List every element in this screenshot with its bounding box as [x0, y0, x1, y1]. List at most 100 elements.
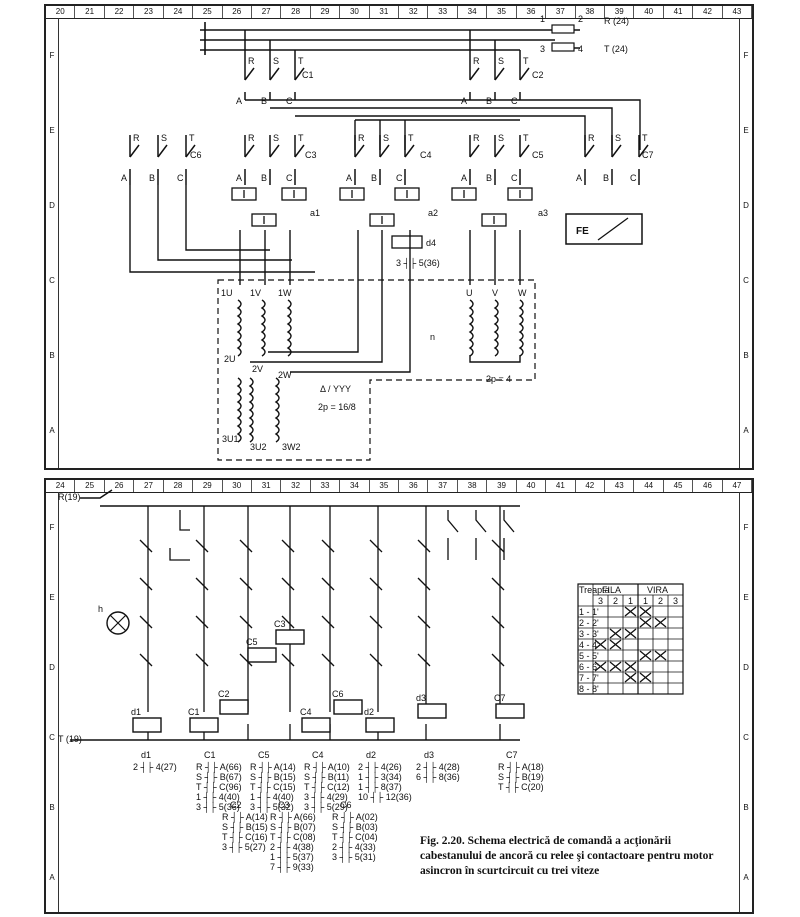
table-sub-0: 3	[598, 596, 603, 606]
top-ruler-cell-0: 20	[46, 6, 76, 18]
winding-3w2: 3W2	[282, 442, 301, 452]
control-contact-3-1	[281, 577, 295, 591]
c4-phase-1: S	[383, 133, 389, 143]
coil-label-c6: C6	[332, 689, 344, 699]
c6-out-2: C	[177, 173, 184, 183]
row-letter-e: E	[49, 592, 55, 602]
top-ruler-cell-16: 36	[517, 6, 547, 18]
coil-d2	[365, 717, 395, 733]
bottom-ruler-cell-11: 35	[370, 480, 400, 492]
contactor-c1-label: C1	[302, 70, 314, 80]
summary-line-c6-0: R ┤├ A(02)	[332, 811, 378, 823]
table-row-label-7: 8 - 8'	[579, 684, 599, 694]
control-contact-7-0	[491, 539, 505, 553]
fuse-label-3: 3	[540, 44, 545, 54]
winding-w: W	[518, 288, 527, 298]
summary-line-c1-0: R ┤├ A(66)	[196, 761, 242, 773]
motor-letter: n	[430, 332, 435, 342]
summary-line-c6-2: T ┤├ C(04)	[332, 831, 378, 843]
coil-c6	[333, 699, 363, 715]
top-ruler-cell-10: 30	[340, 6, 370, 18]
top-ruler-cell-20: 40	[634, 6, 664, 18]
summary-line-d1-0: 2 ┤├ 4(27)	[133, 761, 177, 773]
summary-line-c6-3: 2 ┤├ 4(33)	[332, 841, 376, 853]
control-contact-5-2	[369, 615, 383, 629]
bottom-ruler-cell-13: 37	[428, 480, 458, 492]
bottom-ruler-cell-19: 43	[605, 480, 635, 492]
coil-label-c5: C5	[246, 637, 258, 647]
contactor-c5-label: C5	[532, 150, 544, 160]
bottom-ruler-cell-10: 34	[340, 480, 370, 492]
summary-line-c4-3: 3 ┤├ 4(29)	[304, 791, 348, 803]
c3-out-2: C	[286, 173, 293, 183]
summary-title-c7: C7	[506, 750, 518, 760]
control-contact-2-0	[239, 539, 253, 553]
contactor-c2-label: C2	[532, 70, 544, 80]
summary-line-c5-4: 3 ┤├ 5(32)	[250, 801, 294, 813]
summary-line-c2-0: R ┤├ A(14)	[222, 811, 268, 823]
bottom-ruler-cell-0: 24	[46, 480, 76, 492]
coil-label-c2: C2	[218, 689, 230, 699]
d4-relay-coil	[391, 235, 423, 249]
d1-seal	[169, 510, 190, 561]
row-letter-a: A	[49, 872, 55, 882]
control-contact-4-1	[321, 577, 335, 591]
thermal-relays	[231, 187, 533, 227]
table-mark-2	[639, 617, 652, 628]
aux-a1-label: a1	[310, 208, 320, 218]
line-label-r: R (24)	[604, 16, 629, 26]
c2-out-0: A	[461, 96, 467, 106]
top-ruler-cell-3: 23	[134, 6, 164, 18]
bottom-ruler-cell-6: 30	[223, 480, 252, 492]
busbars	[200, 22, 580, 55]
control-contact-1-1	[195, 577, 209, 591]
top-ruler-cell-17: 37	[546, 6, 576, 18]
bottom-ruler-cell-3: 27	[134, 480, 164, 492]
table-mark-9	[654, 650, 667, 661]
control-contact-0-1	[139, 577, 153, 591]
table-mark-0	[624, 606, 637, 617]
control-contact-3-0	[281, 539, 295, 553]
motor-enclosure	[217, 279, 536, 461]
coil-label-d2: d2	[364, 707, 374, 717]
top-ruler-cell-4: 24	[164, 6, 194, 18]
summary-line-c1-3: 1 ┤├ 4(40)	[196, 791, 240, 803]
summary-line-d3-0: 2 ┤├ 4(28)	[416, 761, 460, 773]
fuse-label-2: 2	[578, 14, 583, 24]
bottom-ruler-cell-5: 29	[193, 480, 223, 492]
table-header-fila: FILA	[602, 585, 621, 595]
summary-line-d2-3: 10 ┤├ 12(36)	[358, 791, 412, 803]
bottom-ruler-cell-2: 26	[105, 480, 135, 492]
bottom-ruler-cell-16: 40	[517, 480, 547, 492]
figure-caption: Fig. 2.20. Schema electrică de comandă a…	[420, 835, 714, 877]
control-contact-7-2	[491, 615, 505, 629]
row-letter-f: F	[49, 522, 55, 532]
control-contact-6-2	[417, 615, 431, 629]
c4-out-2: C	[396, 173, 403, 183]
row-letter-c: C	[49, 732, 55, 742]
motor-windings	[236, 299, 524, 443]
control-contact-6-1	[417, 577, 431, 591]
table-mark-3	[654, 617, 667, 628]
summary-line-d3-1: 6 ┤├ 8(36)	[416, 771, 460, 783]
top-ruler-cell-23: 43	[723, 6, 753, 18]
bottom-ruler-cell-12: 36	[399, 480, 429, 492]
aux-a3-label: a3	[538, 208, 548, 218]
table-row-label-0: 1 - 1'	[579, 607, 599, 617]
aux-d4-label: d4	[426, 238, 436, 248]
summary-line-c3-2: T ┤├ C(08)	[270, 831, 316, 843]
table-sub-2: 1	[628, 596, 633, 606]
summary-line-c5-2: T ┤├ C(15)	[250, 781, 296, 793]
control-contact-4-2	[321, 615, 335, 629]
top-ruler-cell-11: 31	[370, 6, 400, 18]
power-wiring	[129, 99, 641, 373]
summary-line-c1-4: 3 ┤├ 5(36)	[196, 801, 240, 813]
fuse-label-1: 1	[540, 14, 545, 24]
row-letter-c: C	[49, 276, 55, 285]
c1-phase-0: R	[248, 56, 255, 66]
top-ruler-cell-8: 28	[281, 6, 311, 18]
contactor-c3-label: C3	[305, 150, 317, 160]
